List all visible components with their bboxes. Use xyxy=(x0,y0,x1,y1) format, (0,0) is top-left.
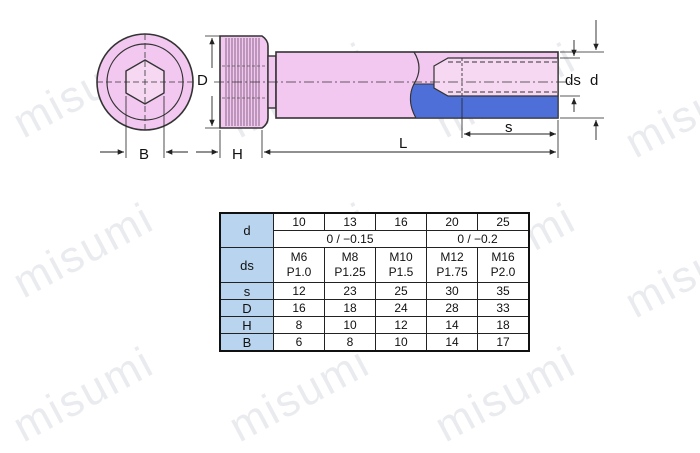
table-cell: 16 xyxy=(375,212,427,231)
table-cell: 10 xyxy=(273,212,325,231)
shoulder-bolt-drawing xyxy=(96,20,604,158)
dim-ds xyxy=(560,40,580,112)
table-cell: 25 xyxy=(375,282,427,300)
table-cell: 12 xyxy=(375,316,427,334)
watermark: misumi xyxy=(427,337,584,452)
label-L: L xyxy=(399,135,408,152)
spec-table: d 10 13 16 20 25 0 / −0.15 0 / −0.2 ds M… xyxy=(219,212,530,352)
label-D: D xyxy=(197,72,208,89)
row-header-D: D xyxy=(219,299,274,317)
watermark: misumi xyxy=(221,337,378,452)
row-header-B: B xyxy=(219,333,274,352)
table-cell: 8 xyxy=(324,333,376,352)
thread-pitch: P2.0 xyxy=(490,265,516,279)
dim-d xyxy=(560,20,604,140)
table-cell: 10 xyxy=(324,316,376,334)
dim-s xyxy=(461,98,556,138)
table-cell: 6 xyxy=(273,333,325,352)
thread-pitch: P1.5 xyxy=(388,265,414,279)
table-cell: 12 xyxy=(273,282,325,300)
dim-H xyxy=(196,130,263,158)
table-cell: 20 xyxy=(426,212,478,231)
table-cell-tolerance: 0 / −0.15 xyxy=(273,230,427,248)
thread-pitch: P1.25 xyxy=(334,265,366,279)
thread-size: M12 xyxy=(440,250,464,264)
table-cell: 23 xyxy=(324,282,376,300)
table-cell: 18 xyxy=(477,316,530,334)
head-end-view xyxy=(96,33,194,131)
thread-pitch: P1.75 xyxy=(436,265,468,279)
row-header-H: H xyxy=(219,316,274,334)
table-cell: 10 xyxy=(375,333,427,352)
watermark: misumi xyxy=(5,337,162,452)
table-row-B: B 6 8 10 14 17 xyxy=(219,333,530,352)
table-cell: 24 xyxy=(375,299,427,317)
dim-D xyxy=(205,35,222,129)
thread-size: M8 xyxy=(341,250,359,264)
thread-pitch: P1.0 xyxy=(286,265,312,279)
label-ds: ds xyxy=(565,72,581,89)
table-cell: 13 xyxy=(324,212,376,231)
thread-size: M6 xyxy=(290,250,308,264)
table-cell: 28 xyxy=(426,299,478,317)
bolt-side-view xyxy=(214,35,570,129)
watermark: misumi xyxy=(5,193,162,308)
label-d: d xyxy=(590,72,599,89)
thread-size: M16 xyxy=(491,250,515,264)
table-row-H: H 8 10 12 14 18 xyxy=(219,316,530,334)
table-cell: 30 xyxy=(426,282,478,300)
dim-L xyxy=(264,120,559,158)
watermark: misumi xyxy=(617,213,700,328)
table-row-tolerance: 0 / −0.15 0 / −0.2 xyxy=(220,230,530,248)
table-cell: 14 xyxy=(426,316,478,334)
table-cell-tolerance: 0 / −0.2 xyxy=(426,230,530,248)
label-H: H xyxy=(232,146,243,163)
table-cell: 8 xyxy=(273,316,325,334)
table-cell: 17 xyxy=(477,333,530,352)
row-header-ds: ds xyxy=(219,247,274,283)
table-cell: 25 xyxy=(477,212,530,231)
table-cell: 16 xyxy=(273,299,325,317)
table-row-D: D 16 18 24 28 33 xyxy=(219,299,530,317)
row-header-d: d xyxy=(219,212,274,248)
dim-B xyxy=(100,96,188,158)
label-s: s xyxy=(505,119,513,136)
row-header-s: s xyxy=(219,282,274,300)
table-cell: 35 xyxy=(477,282,530,300)
label-B: B xyxy=(139,146,150,163)
thread-size: M10 xyxy=(389,250,413,264)
table-row-s: s 12 23 25 30 35 xyxy=(219,282,530,300)
table-cell: 14 xyxy=(426,333,478,352)
table-row-d: d 10 13 16 20 25 xyxy=(219,212,530,248)
table-cell: 18 xyxy=(324,299,376,317)
table-cell: 33 xyxy=(477,299,530,317)
